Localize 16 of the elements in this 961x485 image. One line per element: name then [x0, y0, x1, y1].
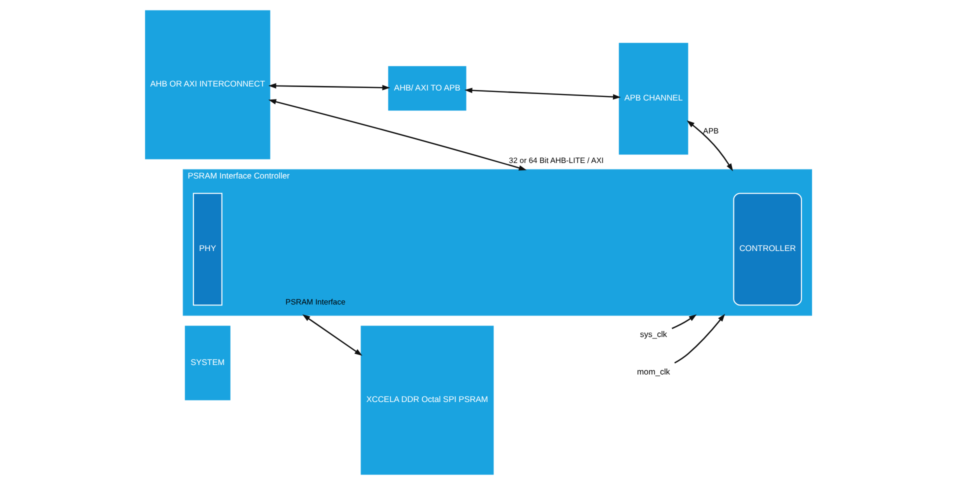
- node-box: CONTROLLER: [733, 192, 802, 306]
- node-box: PHY: [192, 192, 222, 306]
- node-text: sys_clk: [640, 330, 668, 340]
- arrow: [686, 120, 734, 172]
- node-text: mom_clk: [636, 367, 670, 376]
- node-box: AHB/ AXI TO APB: [388, 66, 466, 111]
- arrow: [268, 99, 527, 171]
- node-box: APB CHANNEL: [618, 42, 688, 155]
- arrow: [464, 88, 621, 100]
- arrow: [672, 314, 697, 330]
- node-box: SYSTEM: [184, 326, 230, 400]
- arrow: [674, 314, 726, 364]
- node-box: XCCELA DDR Octal SPI PSRAM: [360, 326, 494, 475]
- arrow: [302, 314, 362, 356]
- arrow: [268, 83, 390, 90]
- node-box: AHB OR AXI INTERCONNECT: [145, 10, 270, 160]
